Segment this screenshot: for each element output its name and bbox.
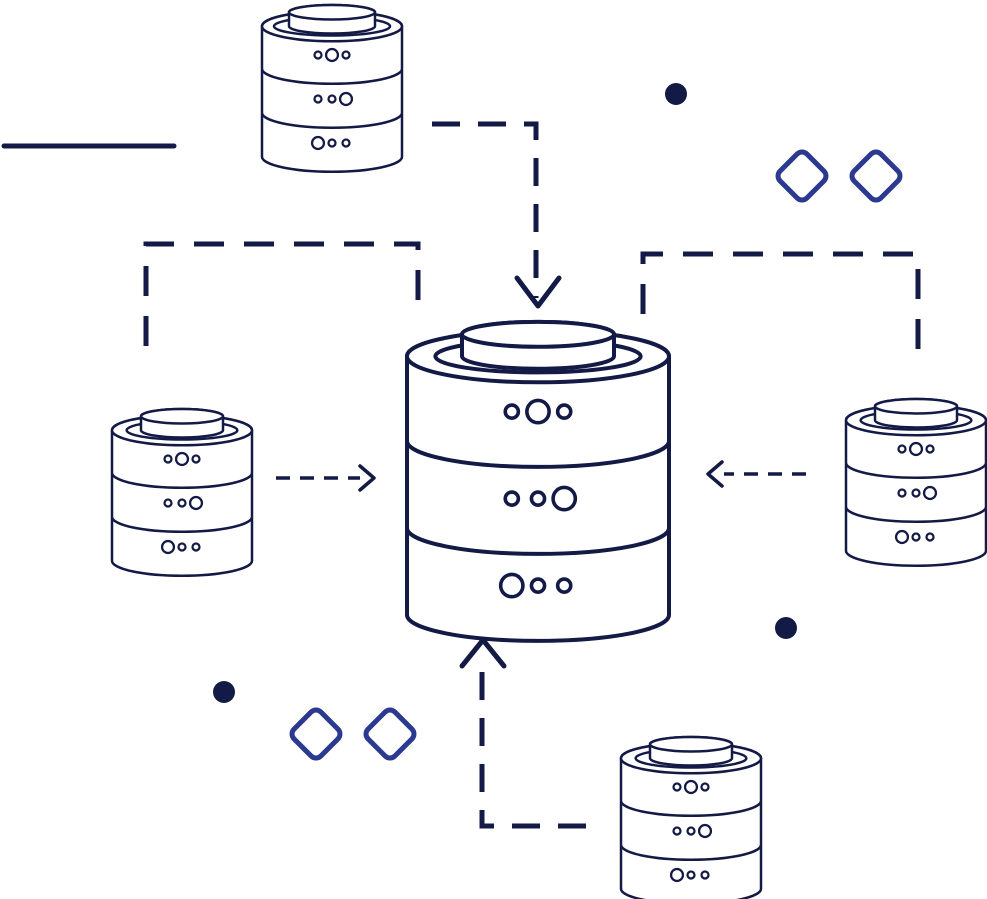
indicator-light xyxy=(908,441,924,457)
indicator-light xyxy=(313,94,323,104)
indicator-light xyxy=(897,444,907,454)
decorative-diamond xyxy=(289,707,343,761)
arrow-up-to-center xyxy=(459,637,507,669)
indicator-light xyxy=(894,529,910,545)
indicator-light xyxy=(925,532,935,542)
connector-upper-left xyxy=(143,241,421,346)
indicator-light xyxy=(324,47,340,63)
database-cap-top xyxy=(460,319,616,349)
indicator-light xyxy=(503,490,521,507)
indicator-light xyxy=(529,577,547,594)
indicator-light xyxy=(327,94,337,104)
indicator-light xyxy=(529,490,547,507)
indicator-light xyxy=(555,403,573,420)
decorations xyxy=(1,83,903,761)
decorative-diamond xyxy=(775,149,829,203)
indicator-light xyxy=(555,577,573,594)
satellite-database-left xyxy=(110,407,254,577)
indicator-light xyxy=(341,138,351,148)
satellite-database-bottom xyxy=(619,735,763,899)
indicator-light xyxy=(672,826,682,836)
indicator-light xyxy=(925,444,935,454)
connector-upper-right xyxy=(640,251,921,356)
central-database xyxy=(405,319,671,643)
indicator-light xyxy=(498,572,525,599)
indicator-light xyxy=(163,454,173,464)
indicator-light xyxy=(341,50,351,60)
satellite-database-right xyxy=(844,397,987,567)
decorative-diamond xyxy=(363,707,417,761)
indicator-light xyxy=(313,50,323,60)
indicator-light xyxy=(177,542,187,552)
indicator-light xyxy=(686,870,696,880)
arrow-down-to-center xyxy=(514,275,562,309)
indicator-light xyxy=(191,454,201,464)
indicator-light xyxy=(338,91,354,107)
indicator-light xyxy=(551,485,578,512)
indicator-light xyxy=(525,398,551,425)
arrow-right-to-center xyxy=(358,464,376,492)
indicator-light xyxy=(683,779,699,795)
indicator-light xyxy=(911,532,921,542)
indicator-light xyxy=(922,485,938,501)
database-cap-top xyxy=(648,735,734,753)
indicator-light xyxy=(697,823,713,839)
indicator-light xyxy=(188,495,204,511)
decorative-dot-right xyxy=(775,617,797,639)
database-cap-top xyxy=(873,397,959,415)
indicator-light xyxy=(163,498,173,508)
indicator-light xyxy=(177,498,187,508)
indicator-light xyxy=(911,488,921,498)
connector-bottom xyxy=(479,664,586,829)
decorative-diamond xyxy=(849,149,903,203)
indicator-light xyxy=(160,539,176,555)
indicator-light xyxy=(700,782,710,792)
indicator-light xyxy=(503,403,521,420)
indicator-light xyxy=(669,867,685,883)
databases xyxy=(110,3,987,899)
indicator-light xyxy=(310,135,326,151)
indicator-light xyxy=(191,542,201,552)
database-cap-top xyxy=(287,3,377,21)
indicator-light xyxy=(700,870,710,880)
arrow-left-to-center xyxy=(706,460,724,488)
satellite-database-top xyxy=(260,3,404,173)
decorative-dot-top xyxy=(665,83,687,105)
decorative-dot-left xyxy=(213,681,235,703)
indicator-light xyxy=(327,138,337,148)
connector-top xyxy=(432,121,539,298)
indicator-light xyxy=(897,488,907,498)
indicator-light xyxy=(686,826,696,836)
database-cap-top xyxy=(139,407,225,425)
indicator-light xyxy=(672,782,682,792)
indicator-light xyxy=(174,451,190,467)
